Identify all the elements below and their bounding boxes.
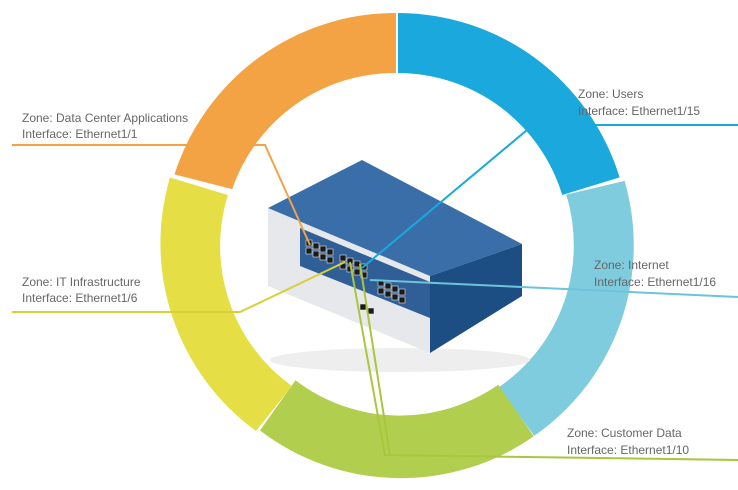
firewall-appliance — [268, 160, 530, 372]
connector-data-center-applications — [12, 144, 311, 246]
label-internet-zone: Zone: Internet — [594, 258, 669, 272]
connector-users — [361, 124, 738, 269]
connector-customer-data-a — [349, 261, 738, 461]
ring-segment-internet — [498, 180, 634, 436]
connector-lines — [12, 124, 738, 461]
connector-it-infrastructure — [12, 261, 346, 313]
label-it-zone: Zone: IT Infrastructure — [22, 275, 141, 289]
label-users-zone: Zone: Users — [578, 87, 643, 101]
label-customer-interface: Interface: Ethernet1/10 — [567, 443, 689, 457]
zone-labels: Zone: Users Interface: Ethernet1/15 Zone… — [22, 87, 716, 457]
ring-segment-it-infrastructure — [160, 177, 292, 431]
ring-segment-users — [398, 13, 620, 195]
appliance-shadow — [270, 348, 530, 372]
label-it-interface: Interface: Ethernet1/6 — [22, 291, 138, 305]
connector-internet — [369, 279, 738, 298]
connector-customer-data-b — [359, 263, 391, 456]
label-users-interface: Interface: Ethernet1/15 — [578, 104, 700, 118]
appliance-right-side — [430, 244, 522, 353]
label-dca-interface: Interface: Ethernet1/1 — [22, 127, 138, 141]
label-dca-zone: Zone: Data Center Applications — [22, 111, 188, 125]
label-internet-interface: Interface: Ethernet1/16 — [594, 275, 716, 289]
appliance-top — [268, 160, 522, 276]
label-customer-zone: Zone: Customer Data — [567, 426, 682, 440]
ring-segment-customer-data — [260, 380, 534, 479]
